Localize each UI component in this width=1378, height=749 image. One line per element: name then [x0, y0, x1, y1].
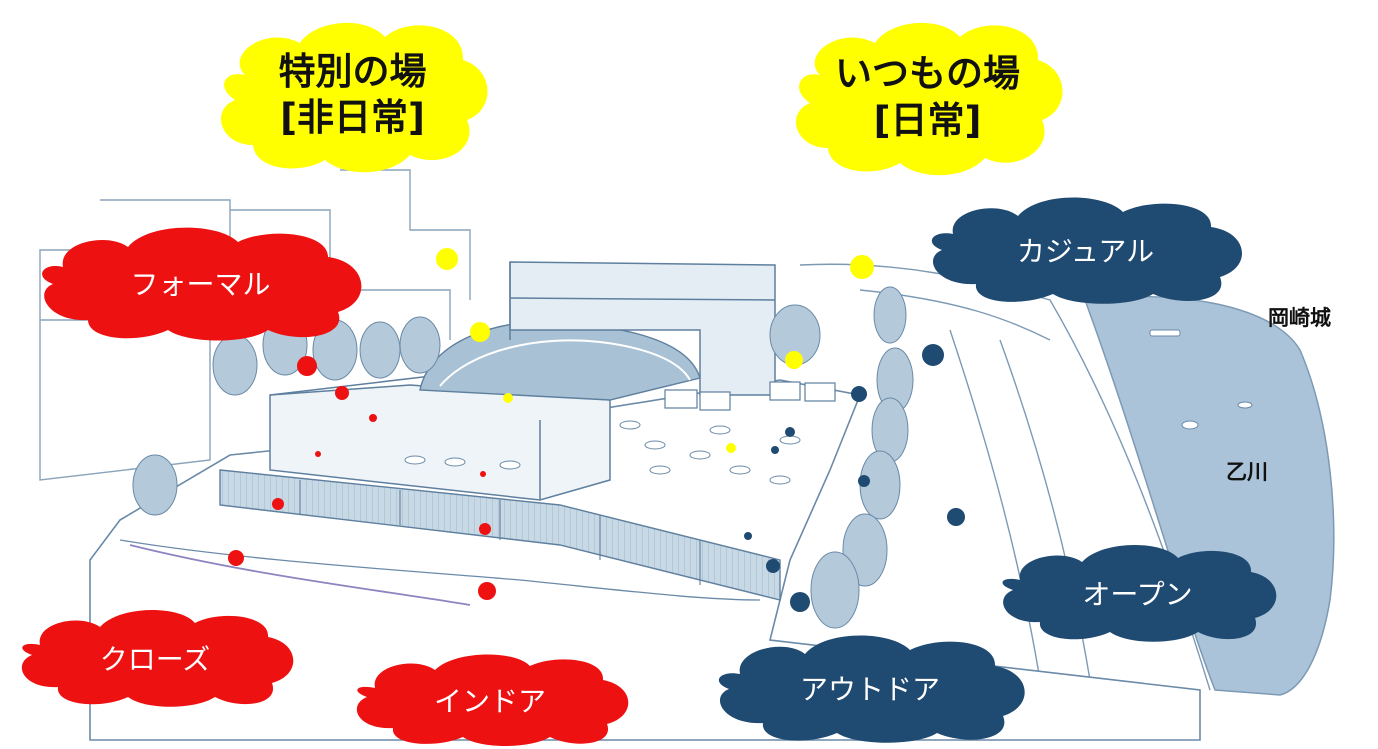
cloud-shape-navy [931, 197, 1243, 304]
red-dot [479, 523, 491, 535]
red-dot [480, 471, 486, 477]
indoor-cloud: インドア [345, 650, 635, 749]
formal-label: フォーマル [130, 268, 271, 301]
kiosks [664, 381, 836, 411]
casual-cloud: カジュアル [918, 192, 1253, 307]
red-dot [228, 550, 244, 566]
special-place-label: 特別の場 [非日常] [278, 49, 427, 139]
red-dot [335, 386, 349, 400]
cloud-shape-yellow [796, 22, 1063, 176]
cloud-shape-navy [1002, 544, 1277, 642]
open-cloud: オープン [990, 540, 1285, 645]
red-dot [369, 414, 377, 422]
navy-dot [851, 386, 867, 402]
closed-cloud: クローズ [10, 605, 300, 710]
navy-dot [766, 559, 780, 573]
yellow-dot [726, 443, 736, 453]
navy-dot [785, 427, 795, 437]
red-dot [297, 356, 317, 376]
red-dot [315, 451, 321, 457]
red-dot [272, 498, 284, 510]
plaza-tables [404, 420, 801, 485]
usual-place-label: いつもの場 [日常] [835, 52, 1020, 142]
navy-dot [790, 592, 810, 612]
navy-dot [771, 446, 779, 454]
navy-dot [858, 475, 870, 487]
formal-cloud: フォーマル [28, 222, 373, 344]
navy-dots [744, 344, 965, 612]
cloud-shape-yellow [221, 22, 488, 173]
cloud-shape-red [356, 654, 629, 746]
yellow-dot [850, 255, 874, 279]
yellow-dot [503, 393, 513, 403]
usual-place-cloud: いつもの場 [日常] [780, 15, 1075, 180]
boats [1149, 329, 1253, 430]
red-dot [478, 582, 496, 600]
casual-label: カジュアル [1016, 234, 1155, 268]
cloud-shape-red [21, 609, 294, 707]
outdoor-label: アウトドア [799, 673, 940, 706]
navy-dot [922, 344, 944, 366]
yellow-dot [436, 248, 458, 270]
outdoor-cloud: アウトドア [705, 630, 1035, 746]
special-place-cloud: 特別の場 [非日常] [205, 15, 500, 175]
red-dots [228, 356, 496, 600]
yellow-dot [470, 322, 490, 342]
navy-dot [947, 508, 965, 526]
river-label: 乙川 [1226, 460, 1268, 484]
castle-label: 岡崎城 [1268, 306, 1331, 330]
navy-dot [744, 532, 752, 540]
yellow-dot [785, 351, 803, 369]
cloud-shape-red [42, 227, 362, 341]
indoor-label: インドア [433, 684, 546, 718]
closed-label: クローズ [99, 642, 211, 676]
cloud-shape-navy [718, 635, 1025, 743]
yellow-dots [436, 248, 874, 453]
open-label: オープン [1082, 577, 1193, 611]
